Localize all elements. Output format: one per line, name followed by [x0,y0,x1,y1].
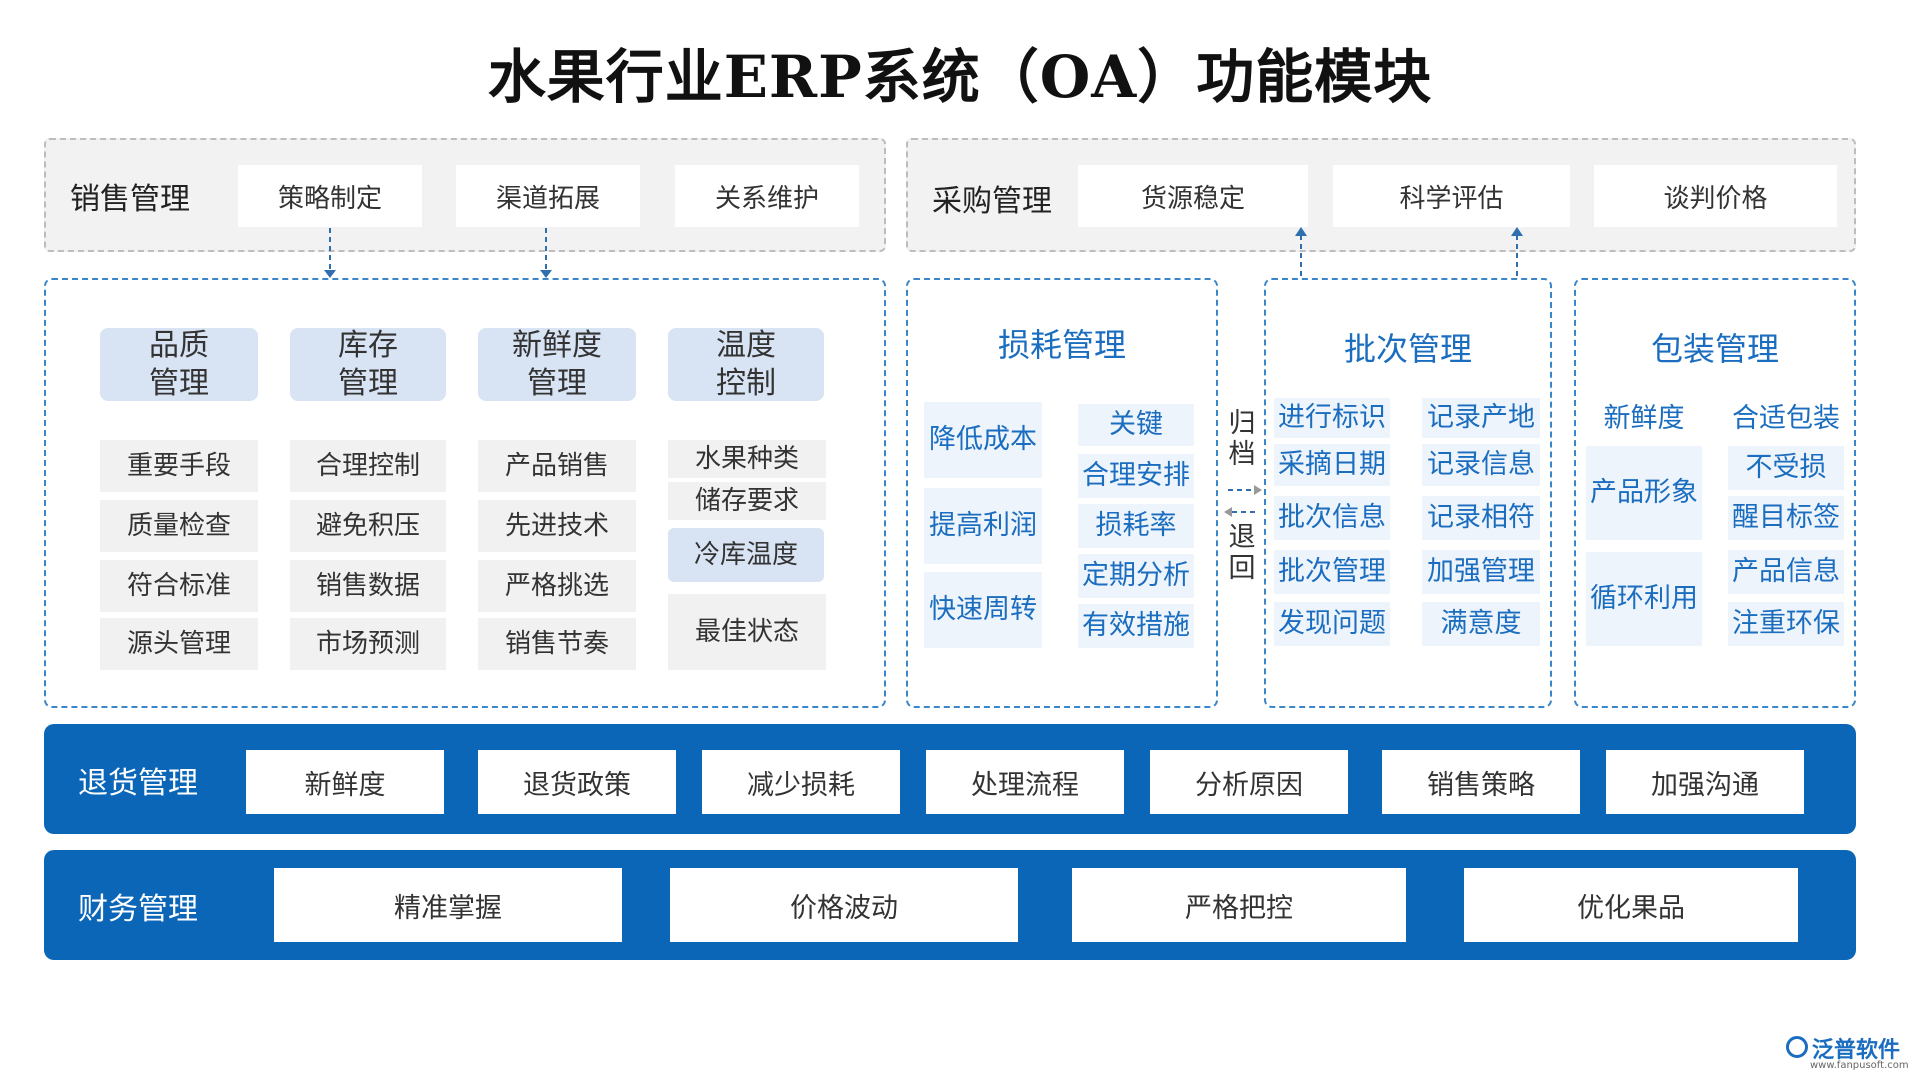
quality-item: 质量检查 [100,500,258,552]
batch-item: 满意度 [1422,602,1540,646]
batch-item: 加强管理 [1422,550,1540,594]
loss-item: 合理安排 [1078,454,1194,498]
freshness-item: 先进技术 [478,500,636,552]
loss-item: 损耗率 [1078,504,1194,548]
temperature-header: 温度 控制 [668,328,824,401]
inventory-header: 库存 管理 [290,328,446,401]
package-item: 不受损 [1728,446,1844,490]
batch-item: 批次信息 [1274,496,1390,540]
logo-url: www.fanpusoft.com [1810,1060,1909,1071]
batch-title: 批次管理 [1343,330,1472,368]
temperature-item: 水果种类 [668,440,826,478]
sales-item: 策略制定 [238,165,422,227]
finance-item: 价格波动 [670,868,1018,942]
temperature-item-highlight: 冷库温度 [668,528,824,582]
purchase-item: 谈判价格 [1594,165,1837,227]
sales-item: 关系维护 [675,165,859,227]
loss-item: 降低成本 [924,402,1042,478]
inventory-item: 销售数据 [290,560,446,612]
quality-header: 品质 管理 [100,328,258,401]
returns-item: 加强沟通 [1606,750,1804,814]
logo-name: 泛普软件 [1812,1038,1901,1063]
purchase-item: 科学评估 [1333,165,1570,227]
logo-icon [1786,1036,1808,1058]
freshness-item: 产品销售 [478,440,636,492]
purchase-item: 货源稳定 [1078,165,1308,227]
batch-item: 进行标识 [1274,398,1390,438]
batch-item: 记录产地 [1422,398,1540,438]
batch-item: 批次管理 [1274,550,1390,594]
returns-item: 新鲜度 [246,750,444,814]
batch-item: 采摘日期 [1274,444,1390,486]
package-item: 新鲜度 [1586,398,1702,440]
loss-item: 提高利润 [924,488,1042,564]
batch-item: 发现问题 [1274,602,1390,646]
returns-item: 减少损耗 [702,750,900,814]
returns-item: 分析原因 [1150,750,1348,814]
loss-item: 关键 [1078,404,1194,446]
quality-item: 符合标准 [100,560,258,612]
finance-item: 优化果品 [1464,868,1798,942]
sales-item: 渠道拓展 [456,165,640,227]
loss-item: 快速周转 [924,572,1042,648]
loss-item: 定期分析 [1078,554,1194,598]
package-item: 产品形象 [1586,446,1702,540]
inventory-item: 合理控制 [290,440,446,492]
loss-item: 有效措施 [1078,604,1194,648]
returns-item: 销售策略 [1382,750,1580,814]
returns-label: 退货管理 [78,766,198,801]
sales-label: 销售管理 [70,182,190,217]
archive-label: 归 档 [1228,408,1256,471]
package-item: 注重环保 [1728,602,1844,646]
package-item: 合适包装 [1728,398,1844,440]
finance-item: 严格把控 [1072,868,1406,942]
package-title: 包装管理 [1650,330,1779,368]
batch-item: 记录相符 [1422,496,1540,540]
temperature-item: 最佳状态 [668,594,826,670]
freshness-item: 销售节奏 [478,618,636,670]
finance-item: 精准掌握 [274,868,622,942]
purchase-label: 采购管理 [932,184,1052,219]
quality-item: 源头管理 [100,618,258,670]
quality-item: 重要手段 [100,440,258,492]
batch-item: 记录信息 [1422,444,1540,486]
return-label: 退 回 [1228,522,1256,585]
freshness-header: 新鲜度 管理 [478,328,636,401]
inventory-item: 市场预测 [290,618,446,670]
temperature-item: 储存要求 [668,482,826,520]
inventory-item: 避免积压 [290,500,446,552]
finance-label: 财务管理 [78,892,198,927]
returns-item: 退货政策 [478,750,676,814]
returns-item: 处理流程 [926,750,1124,814]
freshness-item: 严格挑选 [478,560,636,612]
package-item: 醒目标签 [1728,496,1844,540]
package-item: 循环利用 [1586,552,1702,646]
package-item: 产品信息 [1728,550,1844,594]
brand-logo: 泛普软件 www.fanpusoft.com [1786,1032,1910,1076]
page-title: 水果行业ERP系统（OA）功能模块 [487,43,1433,111]
loss-title: 损耗管理 [997,326,1126,364]
